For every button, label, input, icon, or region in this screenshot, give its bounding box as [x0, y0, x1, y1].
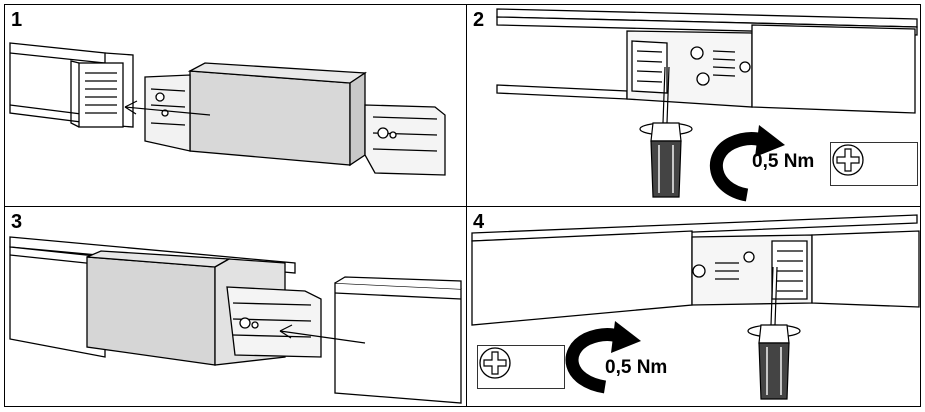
step-4-illustration — [471, 214, 920, 400]
step-1-panel: 1 — [5, 5, 466, 206]
step-4-panel: 4 — [467, 207, 922, 408]
step-1-illustration — [9, 42, 446, 176]
step-2-panel: 2 — [467, 5, 922, 206]
instruction-sheet: 1 — [4, 4, 921, 407]
step-4-quantity-box: 1x — [477, 345, 565, 389]
step-2-quantity-box: 1x — [830, 142, 918, 186]
step-3-panel: 3 — [5, 207, 466, 408]
step-2-illustration — [496, 8, 918, 202]
step-2-torque-label: 0,5 Nm — [752, 151, 815, 172]
step-3-illustration — [9, 236, 462, 404]
phillips-screw-icon — [832, 144, 864, 176]
horizontal-divider — [5, 206, 920, 207]
phillips-screw-icon — [479, 347, 511, 379]
step-2-number: 2 — [473, 9, 485, 31]
step-3-number: 3 — [11, 211, 23, 233]
step-4-torque-label: 0,5 Nm — [605, 357, 668, 378]
step-1-number: 1 — [11, 9, 23, 31]
vertical-divider — [466, 5, 467, 406]
step-4-number: 4 — [473, 211, 485, 233]
